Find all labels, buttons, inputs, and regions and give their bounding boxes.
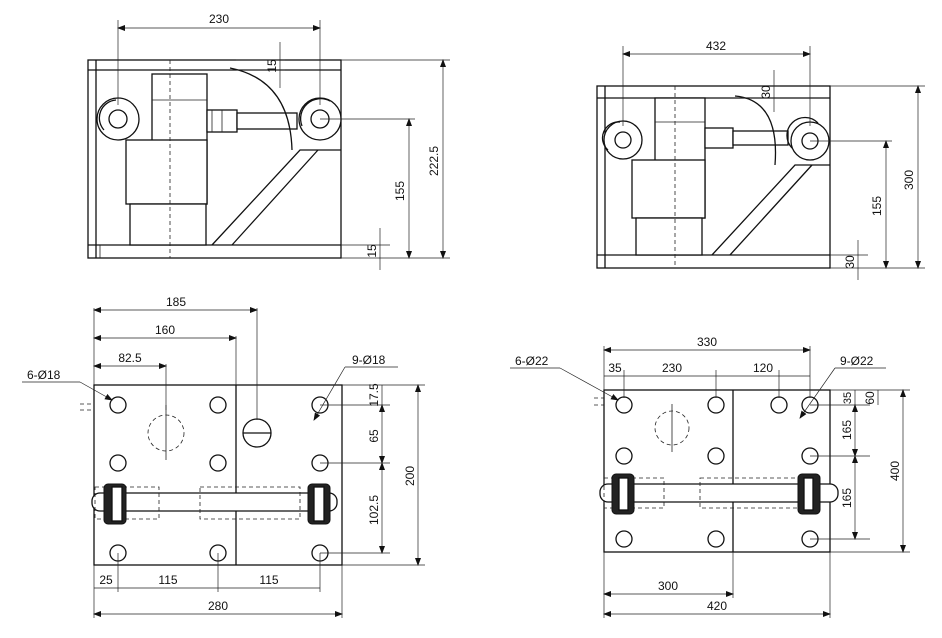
dim-400: 400 bbox=[888, 461, 902, 481]
hole-callout-6: 6-Ø22 bbox=[515, 354, 549, 368]
frame-outline bbox=[87, 59, 342, 259]
dim-35-top: 35 bbox=[608, 361, 622, 375]
plan-view-small: 185 160 82.5 6-Ø18 9-Ø18 17.5 65 102.5 2… bbox=[22, 295, 425, 618]
dim-200: 200 bbox=[403, 466, 417, 486]
base-plate bbox=[603, 389, 831, 553]
dim-330: 330 bbox=[697, 335, 717, 349]
link-rod bbox=[91, 492, 338, 512]
dim-35-right: 35 bbox=[842, 392, 854, 404]
dim-30-top: 30 bbox=[759, 85, 773, 99]
load-cell-base bbox=[635, 217, 703, 256]
link-rod bbox=[599, 483, 839, 503]
dim-280: 280 bbox=[208, 599, 228, 613]
dim-432: 432 bbox=[706, 39, 726, 53]
frame-outline bbox=[596, 85, 831, 269]
dim-15-bottom: 15 bbox=[365, 244, 379, 258]
holes-left bbox=[109, 396, 227, 562]
dim-17-5: 17.5 bbox=[367, 383, 381, 407]
plan-view-large: 330 35 230 120 6-Ø22 9-Ø22 35 165 165 60… bbox=[510, 335, 910, 618]
dim-185: 185 bbox=[166, 295, 186, 309]
dim-155: 155 bbox=[870, 196, 884, 216]
dim-65: 65 bbox=[367, 429, 381, 443]
dim-165-a: 165 bbox=[840, 420, 854, 440]
hole-callout-9: 9-Ø22 bbox=[840, 354, 874, 368]
dim-15-top: 15 bbox=[265, 59, 279, 73]
dim-300: 300 bbox=[902, 170, 916, 190]
dim-155: 155 bbox=[393, 181, 407, 201]
load-cell-base bbox=[129, 203, 207, 246]
side-view-small: 230 15 155 222.5 15 bbox=[87, 12, 450, 270]
side-view-large: 432 30 155 300 30 bbox=[596, 39, 925, 280]
dim-115-b: 115 bbox=[259, 573, 278, 587]
dim-230: 230 bbox=[662, 361, 682, 375]
holes-left bbox=[615, 396, 725, 548]
dim-120: 120 bbox=[753, 361, 773, 375]
holes-right bbox=[770, 396, 819, 548]
dim-82-5: 82.5 bbox=[118, 351, 142, 365]
dim-222-5: 222.5 bbox=[427, 146, 441, 176]
dim-115-a: 115 bbox=[158, 573, 177, 587]
dim-300: 300 bbox=[658, 579, 678, 593]
dim-165-b: 165 bbox=[840, 488, 854, 508]
dim-420: 420 bbox=[707, 599, 727, 613]
holes-right bbox=[311, 396, 329, 562]
hole-callout-6: 6-Ø18 bbox=[27, 368, 61, 382]
dim-102-5: 102.5 bbox=[367, 495, 381, 525]
hole-callout-9: 9-Ø18 bbox=[352, 353, 386, 367]
dim-30-bottom: 30 bbox=[843, 255, 857, 269]
dim-60: 60 bbox=[863, 391, 877, 405]
dim-25: 25 bbox=[99, 573, 113, 587]
dim-230: 230 bbox=[209, 12, 229, 26]
dim-160: 160 bbox=[155, 323, 175, 337]
